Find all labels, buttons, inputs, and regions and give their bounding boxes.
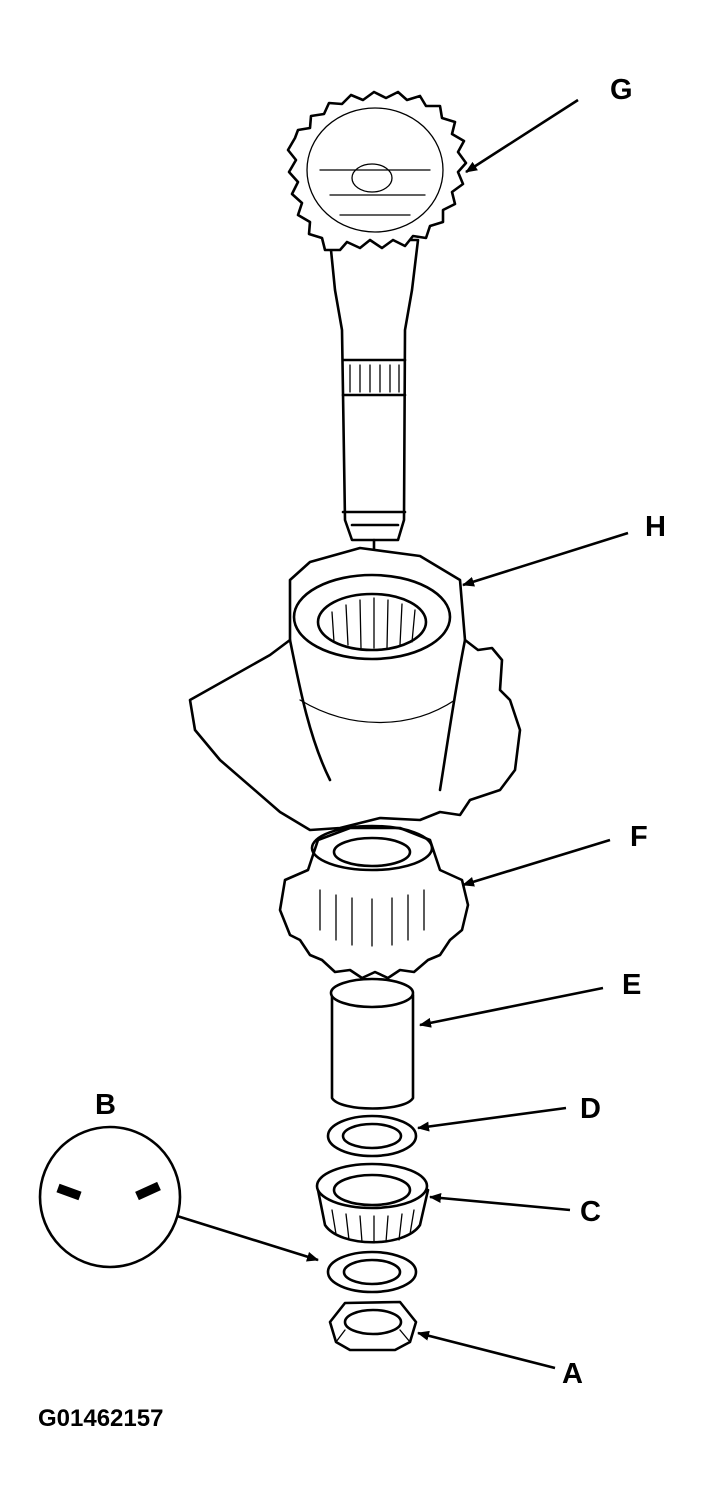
callout-h: H <box>645 511 666 543</box>
part-a-nut <box>328 1300 418 1352</box>
callout-g: G <box>610 74 633 106</box>
lower-washer <box>326 1250 418 1294</box>
part-h-housing <box>188 546 522 832</box>
leader-arrows <box>417 98 629 1370</box>
callout-e: E <box>622 969 641 1001</box>
callout-a: A <box>562 1358 583 1390</box>
part-c-bearing <box>315 1162 430 1244</box>
part-d-washer <box>326 1114 418 1158</box>
callout-d: D <box>580 1093 601 1125</box>
callout-f: F <box>630 821 648 853</box>
detail-b-magnified-view <box>38 1125 319 1269</box>
callout-c: C <box>580 1196 601 1228</box>
callout-b: B <box>95 1089 116 1121</box>
figure-id: G01462157 <box>38 1405 163 1432</box>
part-g-pinion-gear-shaft <box>286 90 468 562</box>
part-e-spacer <box>329 977 415 1110</box>
part-f-bevel-gear <box>278 824 470 980</box>
